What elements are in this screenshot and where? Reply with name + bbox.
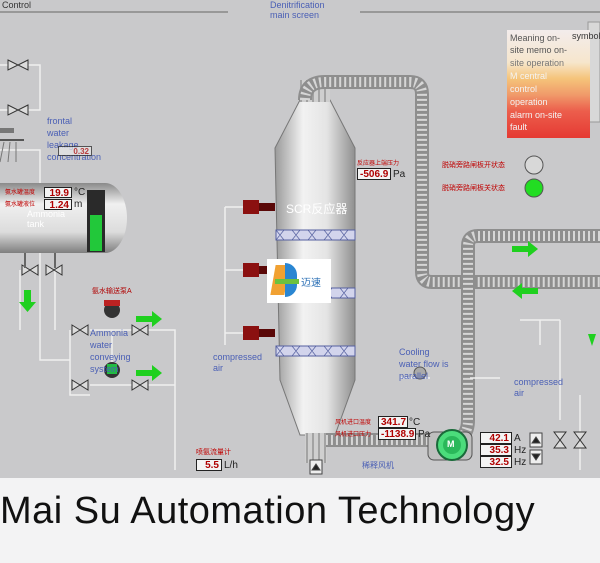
leakage-value: 0.32 [58,146,92,156]
tank-level-value: 1.24 [44,199,72,211]
fan-inlet-temp-unit: °C [409,417,421,428]
flow-arrows-left [19,290,162,381]
right-valves [553,431,587,449]
legend-item-7: fault [510,122,528,132]
motor-symbol: M [447,439,455,449]
logo-text: 迈速 [301,278,321,289]
legend-panel [507,30,590,138]
flow-arrows-duct [512,241,596,346]
freq-1-value: 35.3 [480,444,512,456]
conveying-label-4: system [90,364,119,374]
legend-item-3: M central [510,71,548,81]
scr-reactor-label[interactable]: SCR反应器 [286,202,348,216]
company-watermark: Mai Su Automation Technology [0,490,536,532]
watermark-banner [0,478,600,563]
fan-motor-icon [427,429,473,461]
leakage-label-2: water [47,128,70,138]
ammonia-tank-label-1: Ammonia [27,209,66,219]
fan-inlet-pressure-label: 风机进口压力 [335,432,372,438]
pump-a-label[interactable]: 氨水输送泵A [92,288,132,295]
motor-current-unit: A [514,433,521,444]
cooling-label-3: parallel [399,371,429,381]
compressed-air-right-1: compressed [514,377,564,387]
legend-item-0: Meaning on- [510,33,561,43]
air-lines-reactor [224,206,245,345]
main-screen-title-2[interactable]: main screen [270,10,320,20]
leakage-label-4: concentration [47,152,102,162]
bypass-close-lamp [524,178,544,198]
bypass-open-lamp [524,155,544,175]
conveying-label-3: conveying [90,352,131,362]
legend-symbol-header: symbol [572,31,600,41]
tank-temp-label: 氨水罐温度 [5,190,36,196]
legend-item-1: site memo on- [510,45,568,55]
spray-flow-unit: L/h [224,460,238,471]
legend-item-2: site operation [510,58,565,68]
compressed-air-left-1: compressed [213,352,263,362]
leakage-label-3: leakage [47,140,79,150]
conveying-label-1: Ammonia [90,328,129,338]
reactor-pressure-label: 反应器上端压力 [357,161,400,167]
legend-item-6: alarm on-site [510,110,563,120]
cooling-label-1: Cooling [399,347,430,357]
fan-inlet-temp-value: 341.7 [378,416,408,428]
spray-nozzle-icon [0,128,24,163]
freq-1-unit: Hz [514,445,527,456]
logo-mark-green [275,279,299,284]
tank-level-bar [90,215,102,251]
fan-inlet-pressure-unit: Pa [418,429,431,440]
tank-temp-unit: °C [74,187,86,198]
compressed-air-left-2: air [213,363,224,373]
motor-current-value: 42.1 [480,432,512,444]
tank-temp-value: 19.9 [44,187,72,199]
control-header[interactable]: Control [2,0,32,10]
reactor-pressure-value: -506.9 [357,168,391,180]
leakage-label-1: frontal [47,116,73,126]
freq-2-unit: Hz [514,457,527,468]
fan-inlet-pressure-value: -1138.9 [378,428,416,440]
legend-item-4: control [510,84,538,94]
bypass-close-label: 脱硝旁路闸板关状态 [442,185,505,192]
reactor-pressure-unit: Pa [393,169,406,180]
fan-inlet-temp-label: 风机进口温度 [335,420,372,426]
bypass-open-label: 脱硝旁路闸板开状态 [442,162,505,169]
compressed-air-right-2: air [514,388,525,398]
spray-flow-value: 5.5 [196,459,222,471]
main-screen-title-1[interactable]: Denitrification [270,0,325,10]
legend-item-5: operation [510,97,548,107]
tank-level-unit: m [74,199,83,210]
freq-2-value[interactable]: 32.5 [480,456,512,468]
conveying-label-2: water [90,340,113,350]
ammonia-tank [0,183,127,268]
spray-flow-label: 喷氨流量计 [196,449,231,456]
left-valves [7,59,149,391]
cooling-pump-icon [413,366,427,380]
ammonia-tank-label-2: tank [27,219,45,229]
bottom-fan-label: 稀释风机 [362,461,394,470]
pump-a-icon [104,300,120,378]
cooling-label-2: water flow is [399,359,449,369]
company-logo: 迈速 [267,259,331,303]
tank-level-label: 氨水罐液位 [5,202,36,208]
stepper-arrows [309,432,543,475]
